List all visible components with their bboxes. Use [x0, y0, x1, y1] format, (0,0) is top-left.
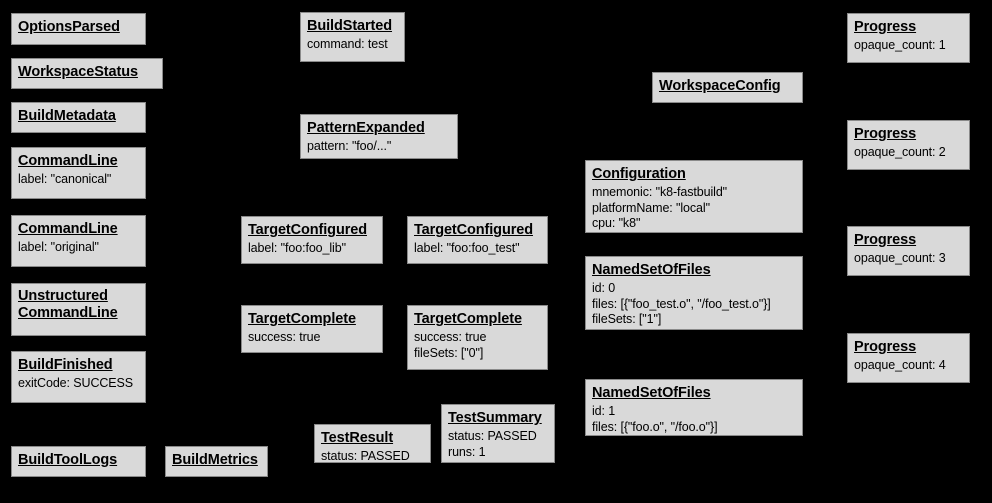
event-node-field: cpu: "k8" [592, 216, 641, 231]
event-node-command-line-original[interactable]: CommandLine label: "original" [11, 215, 146, 267]
event-node-fields: exitCode: SUCCESS [18, 376, 139, 391]
event-node-field: exitCode: SUCCESS [18, 375, 134, 390]
event-node-field: label: "canonical" [18, 171, 112, 186]
event-node-field: id: 0 [592, 280, 616, 295]
event-node-test-result[interactable]: TestResult status: PASSED [314, 424, 431, 463]
event-node-field: opaque_count: 4 [854, 357, 946, 372]
event-node-fields: success: true [248, 330, 376, 345]
event-node-title: CommandLine [18, 221, 118, 237]
event-node-fields: opaque_count: 3 [854, 251, 963, 266]
event-node-title: PatternExpanded [307, 120, 425, 136]
event-node-field: status: PASSED [448, 428, 537, 443]
event-node-title: WorkspaceConfig [659, 78, 781, 94]
event-node-title: BuildToolLogs [18, 452, 118, 468]
event-node-field: runs: 1 [448, 444, 486, 459]
event-node-title: BuildFinished [18, 357, 113, 373]
event-node-title: Unstructured CommandLine [18, 288, 118, 322]
event-node-title: TargetConfigured [414, 222, 533, 238]
event-node-field: label: "foo:foo_test" [414, 240, 520, 255]
event-node-field: fileSets: ["0"] [414, 345, 484, 360]
event-node-field: files: [{"foo_test.o", "/foo_test.o"}] [592, 296, 771, 311]
event-node-configuration[interactable]: Configuration mnemonic: "k8-fastbuild"pla… [585, 160, 803, 233]
event-node-fields: mnemonic: "k8-fastbuild"platformName: "l… [592, 185, 796, 231]
event-node-title: TestSummary [448, 410, 542, 426]
event-node-progress-1[interactable]: Progress opaque_count: 1 [847, 13, 970, 63]
event-node-fields: pattern: "foo/..." [307, 139, 451, 154]
event-node-title: Progress [854, 126, 917, 142]
event-node-field: opaque_count: 1 [854, 37, 946, 52]
event-node-title: NamedSetOfFiles [592, 385, 711, 401]
event-node-command-line-canonical[interactable]: CommandLine label: "canonical" [11, 147, 146, 199]
event-node-fields: opaque_count: 4 [854, 358, 963, 373]
event-node-fields: label: "original" [18, 240, 139, 255]
event-node-title: Progress [854, 19, 917, 35]
event-node-title: TargetComplete [414, 311, 522, 327]
event-node-field: pattern: "foo/..." [307, 138, 392, 153]
event-node-fields: label: "canonical" [18, 172, 139, 187]
event-node-field: id: 1 [592, 403, 616, 418]
event-node-progress-3[interactable]: Progress opaque_count: 3 [847, 226, 970, 276]
event-node-target-configured-foo-test[interactable]: TargetConfigured label: "foo:foo_test" [407, 216, 548, 264]
event-node-fields: opaque_count: 1 [854, 38, 963, 53]
event-node-field: success: true [414, 329, 487, 344]
event-node-title: OptionsParsed [18, 19, 120, 35]
event-node-title: Progress [854, 232, 917, 248]
event-node-field: opaque_count: 3 [854, 250, 946, 265]
event-node-progress-2[interactable]: Progress opaque_count: 2 [847, 120, 970, 170]
event-node-title: CommandLine [18, 153, 118, 169]
event-node-workspace-config[interactable]: WorkspaceConfig [652, 72, 803, 103]
event-node-field: files: [{"foo.o", "/foo.o"}] [592, 419, 718, 434]
event-node-fields: label: "foo:foo_lib" [248, 241, 376, 256]
event-node-field: opaque_count: 2 [854, 144, 946, 159]
event-node-field: command: test [307, 36, 388, 51]
event-node-field: label: "foo:foo_lib" [248, 240, 346, 255]
event-node-title: Progress [854, 339, 917, 355]
event-node-fields: command: test [307, 37, 398, 52]
event-node-title: NamedSetOfFiles [592, 262, 711, 278]
event-node-target-complete-lib[interactable]: TargetComplete success: true [241, 305, 383, 353]
event-node-field: status: PASSED [321, 448, 410, 463]
event-node-title: TargetComplete [248, 311, 356, 327]
event-node-title: BuildStarted [307, 18, 393, 34]
event-node-build-finished[interactable]: BuildFinished exitCode: SUCCESS [11, 351, 146, 403]
event-node-field: success: true [248, 329, 321, 344]
event-node-build-tool-logs[interactable]: BuildToolLogs [11, 446, 146, 477]
event-node-pattern-expanded[interactable]: PatternExpanded pattern: "foo/..." [300, 114, 458, 159]
event-node-build-started[interactable]: BuildStarted command: test [300, 12, 405, 62]
event-node-build-metadata[interactable]: BuildMetadata [11, 102, 146, 133]
event-node-workspace-status[interactable]: WorkspaceStatus [11, 58, 163, 89]
event-node-field: fileSets: ["1"] [592, 312, 662, 327]
event-node-title: TestResult [321, 430, 394, 446]
event-node-options-parsed[interactable]: OptionsParsed [11, 13, 146, 45]
event-node-title: WorkspaceStatus [18, 64, 138, 80]
event-node-progress-4[interactable]: Progress opaque_count: 4 [847, 333, 970, 383]
event-node-title: BuildMetadata [18, 108, 116, 124]
event-node-target-configured-foo-lib[interactable]: TargetConfigured label: "foo:foo_lib" [241, 216, 383, 264]
event-node-unstructured-command-line[interactable]: Unstructured CommandLine [11, 283, 146, 336]
event-node-field: platformName: "local" [592, 200, 710, 215]
event-node-field: mnemonic: "k8-fastbuild" [592, 184, 728, 199]
event-node-fields: status: PASSED [321, 449, 424, 464]
event-node-title: TargetConfigured [248, 222, 367, 238]
event-node-title: BuildMetrics [172, 452, 258, 468]
event-node-build-metrics[interactable]: BuildMetrics [165, 446, 268, 477]
event-node-fields: opaque_count: 2 [854, 145, 963, 160]
event-node-fields: label: "foo:foo_test" [414, 241, 541, 256]
event-node-title: Configuration [592, 166, 686, 182]
event-node-field: label: "original" [18, 239, 99, 254]
